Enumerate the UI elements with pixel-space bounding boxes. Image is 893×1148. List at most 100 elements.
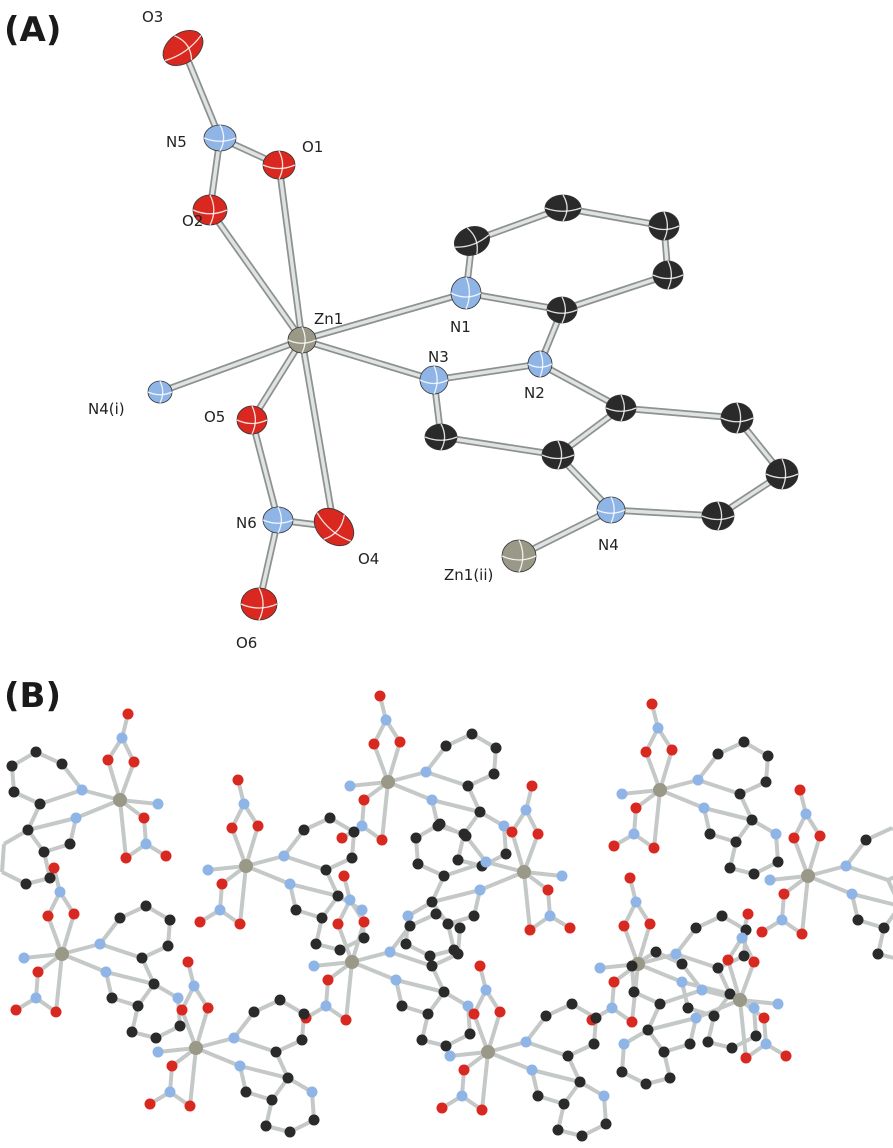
packing-atom-1-5 bbox=[630, 802, 642, 814]
packing-atom-11-16 bbox=[684, 1038, 696, 1050]
packing-atom-8-12 bbox=[298, 1008, 310, 1020]
packing-bond-3-8 bbox=[522, 871, 532, 931]
packing-atom-4-4 bbox=[794, 784, 806, 796]
atom-label-zn1ii: Zn1(ii) bbox=[444, 566, 493, 584]
packing-atom-2-4 bbox=[232, 774, 244, 786]
packing-bond-10-8 bbox=[118, 799, 128, 859]
packing-atom-11-12 bbox=[626, 960, 638, 972]
atom-label-n5: N5 bbox=[166, 133, 187, 151]
packing-atom-11-6 bbox=[760, 1038, 772, 1050]
packing-atom-1-7 bbox=[648, 842, 660, 854]
bond-highlight-n2-n3 bbox=[432, 362, 542, 382]
bond-highlight-ca4-ca5 bbox=[560, 273, 670, 312]
packing-atom-11-4 bbox=[742, 908, 754, 920]
packing-atom-5-9 bbox=[94, 938, 106, 950]
packing-atom-5-4 bbox=[48, 862, 60, 874]
bond-highlight-zn1-n1 bbox=[300, 291, 468, 342]
atom-axis-o5 bbox=[236, 419, 268, 425]
packing-bond-1-22 bbox=[703, 806, 753, 822]
packing-atom-1-13 bbox=[760, 776, 772, 788]
packing-atom-4-1 bbox=[788, 832, 800, 844]
packing-atom-7-7 bbox=[626, 1016, 638, 1028]
packing-atom-6-11 bbox=[430, 908, 442, 920]
packing-atom-11-23 bbox=[772, 998, 784, 1010]
packing-atom-11-22 bbox=[664, 1072, 676, 1084]
packing-atom-5-19 bbox=[172, 992, 184, 1004]
packing-atom-1-1 bbox=[640, 746, 652, 758]
atoms-a bbox=[147, 29, 799, 621]
packing-atom-1-2 bbox=[652, 722, 664, 734]
packing-atom-1-8 bbox=[608, 840, 620, 852]
packing-atom-9-3 bbox=[494, 1006, 506, 1018]
atom-axis-n2 bbox=[527, 363, 553, 368]
atom-axis2-ca4 bbox=[667, 260, 673, 290]
packing-atom-5-14 bbox=[136, 952, 148, 964]
packing-atom-11-20 bbox=[616, 1066, 628, 1078]
packing-atom-9-19 bbox=[598, 1090, 610, 1102]
packing-atom-1-0 bbox=[653, 783, 667, 797]
packing-atom-5-0 bbox=[55, 947, 69, 961]
packing-bond-9-16 bbox=[525, 1040, 569, 1058]
panel-label-b: (B) bbox=[4, 676, 61, 716]
packing-bond-0-8 bbox=[380, 781, 390, 841]
packing-atom-9-1 bbox=[468, 1008, 480, 1020]
packing-atom-7-17 bbox=[708, 1010, 720, 1022]
atom-axis-n4i bbox=[147, 391, 173, 396]
packing-atom-5-21 bbox=[150, 1032, 162, 1044]
packing-atom-10-7 bbox=[120, 852, 132, 864]
atom-axis2-n4 bbox=[610, 496, 615, 524]
packing-atom-0-4 bbox=[374, 690, 386, 702]
packing-atom-2-10 bbox=[298, 824, 310, 836]
packing-atom-1-4 bbox=[646, 698, 658, 710]
packing-atom-5-1 bbox=[42, 910, 54, 922]
packing-atom-6-10 bbox=[404, 920, 416, 932]
packing-bond-1-16 bbox=[697, 778, 741, 796]
packing-bond-4-8 bbox=[800, 875, 810, 935]
atom-zn1ii bbox=[501, 539, 537, 573]
packing-atom-1-15 bbox=[698, 802, 710, 814]
atom-axis2-ca1 bbox=[466, 227, 478, 255]
packing-atom-6-15 bbox=[390, 974, 402, 986]
atom-o2 bbox=[192, 194, 228, 226]
packing-atom-4-6 bbox=[776, 914, 788, 926]
packing-atom-2-18 bbox=[332, 890, 344, 902]
packing-atom-0-20 bbox=[500, 848, 512, 860]
atom-axis-o2 bbox=[192, 209, 228, 215]
packing-atom-3-11 bbox=[434, 818, 446, 830]
packing-atom-3-6 bbox=[544, 910, 556, 922]
packing-atom-3-16 bbox=[468, 910, 480, 922]
atom-axis-o1 bbox=[262, 164, 296, 170]
packing-atom-2-20 bbox=[358, 932, 370, 944]
atom-axis-zn1ii bbox=[501, 555, 537, 561]
packing-atom-2-15 bbox=[284, 878, 296, 890]
packing-atom-4-7 bbox=[796, 928, 808, 940]
atom-axis-ca3 bbox=[648, 225, 680, 231]
packing-atom-0-6 bbox=[356, 820, 368, 832]
atom-axis2-cb6 bbox=[717, 501, 723, 531]
packing-bond-9-22 bbox=[531, 1068, 581, 1084]
packing-atom-6-20 bbox=[464, 1028, 476, 1040]
packing-atom-7-21 bbox=[726, 1042, 738, 1054]
atom-axis2-cb1 bbox=[440, 423, 446, 451]
packing-atom-11-1 bbox=[748, 956, 760, 968]
packing-bond-6-8 bbox=[344, 961, 354, 1021]
packing-atom-9-16 bbox=[532, 1090, 544, 1102]
packing-atom-9-5 bbox=[458, 1064, 470, 1076]
atom-ca4 bbox=[652, 260, 684, 290]
atom-axis-n3 bbox=[419, 379, 449, 385]
atom-axis2-zn1ii bbox=[518, 539, 524, 573]
packing-bond-4-17 bbox=[886, 879, 893, 896]
atoms-b bbox=[6, 690, 890, 1142]
packing-atom-9-14 bbox=[562, 1050, 574, 1062]
atom-axis-cb2 bbox=[541, 454, 575, 460]
packing-atom-2-8 bbox=[194, 916, 206, 928]
packing-bond-4-18 bbox=[807, 874, 853, 896]
packing-atom-7-18 bbox=[724, 988, 736, 1000]
packing-atom-11-7 bbox=[740, 1052, 752, 1064]
atom-axis2-n4i bbox=[159, 380, 164, 404]
packing-atom-0-0 bbox=[381, 775, 395, 789]
packing-atom-1-23 bbox=[616, 788, 628, 800]
packing-atom-6-5 bbox=[322, 974, 334, 986]
packing-atom-1-19 bbox=[770, 828, 782, 840]
atom-axis-ca5 bbox=[546, 309, 578, 314]
